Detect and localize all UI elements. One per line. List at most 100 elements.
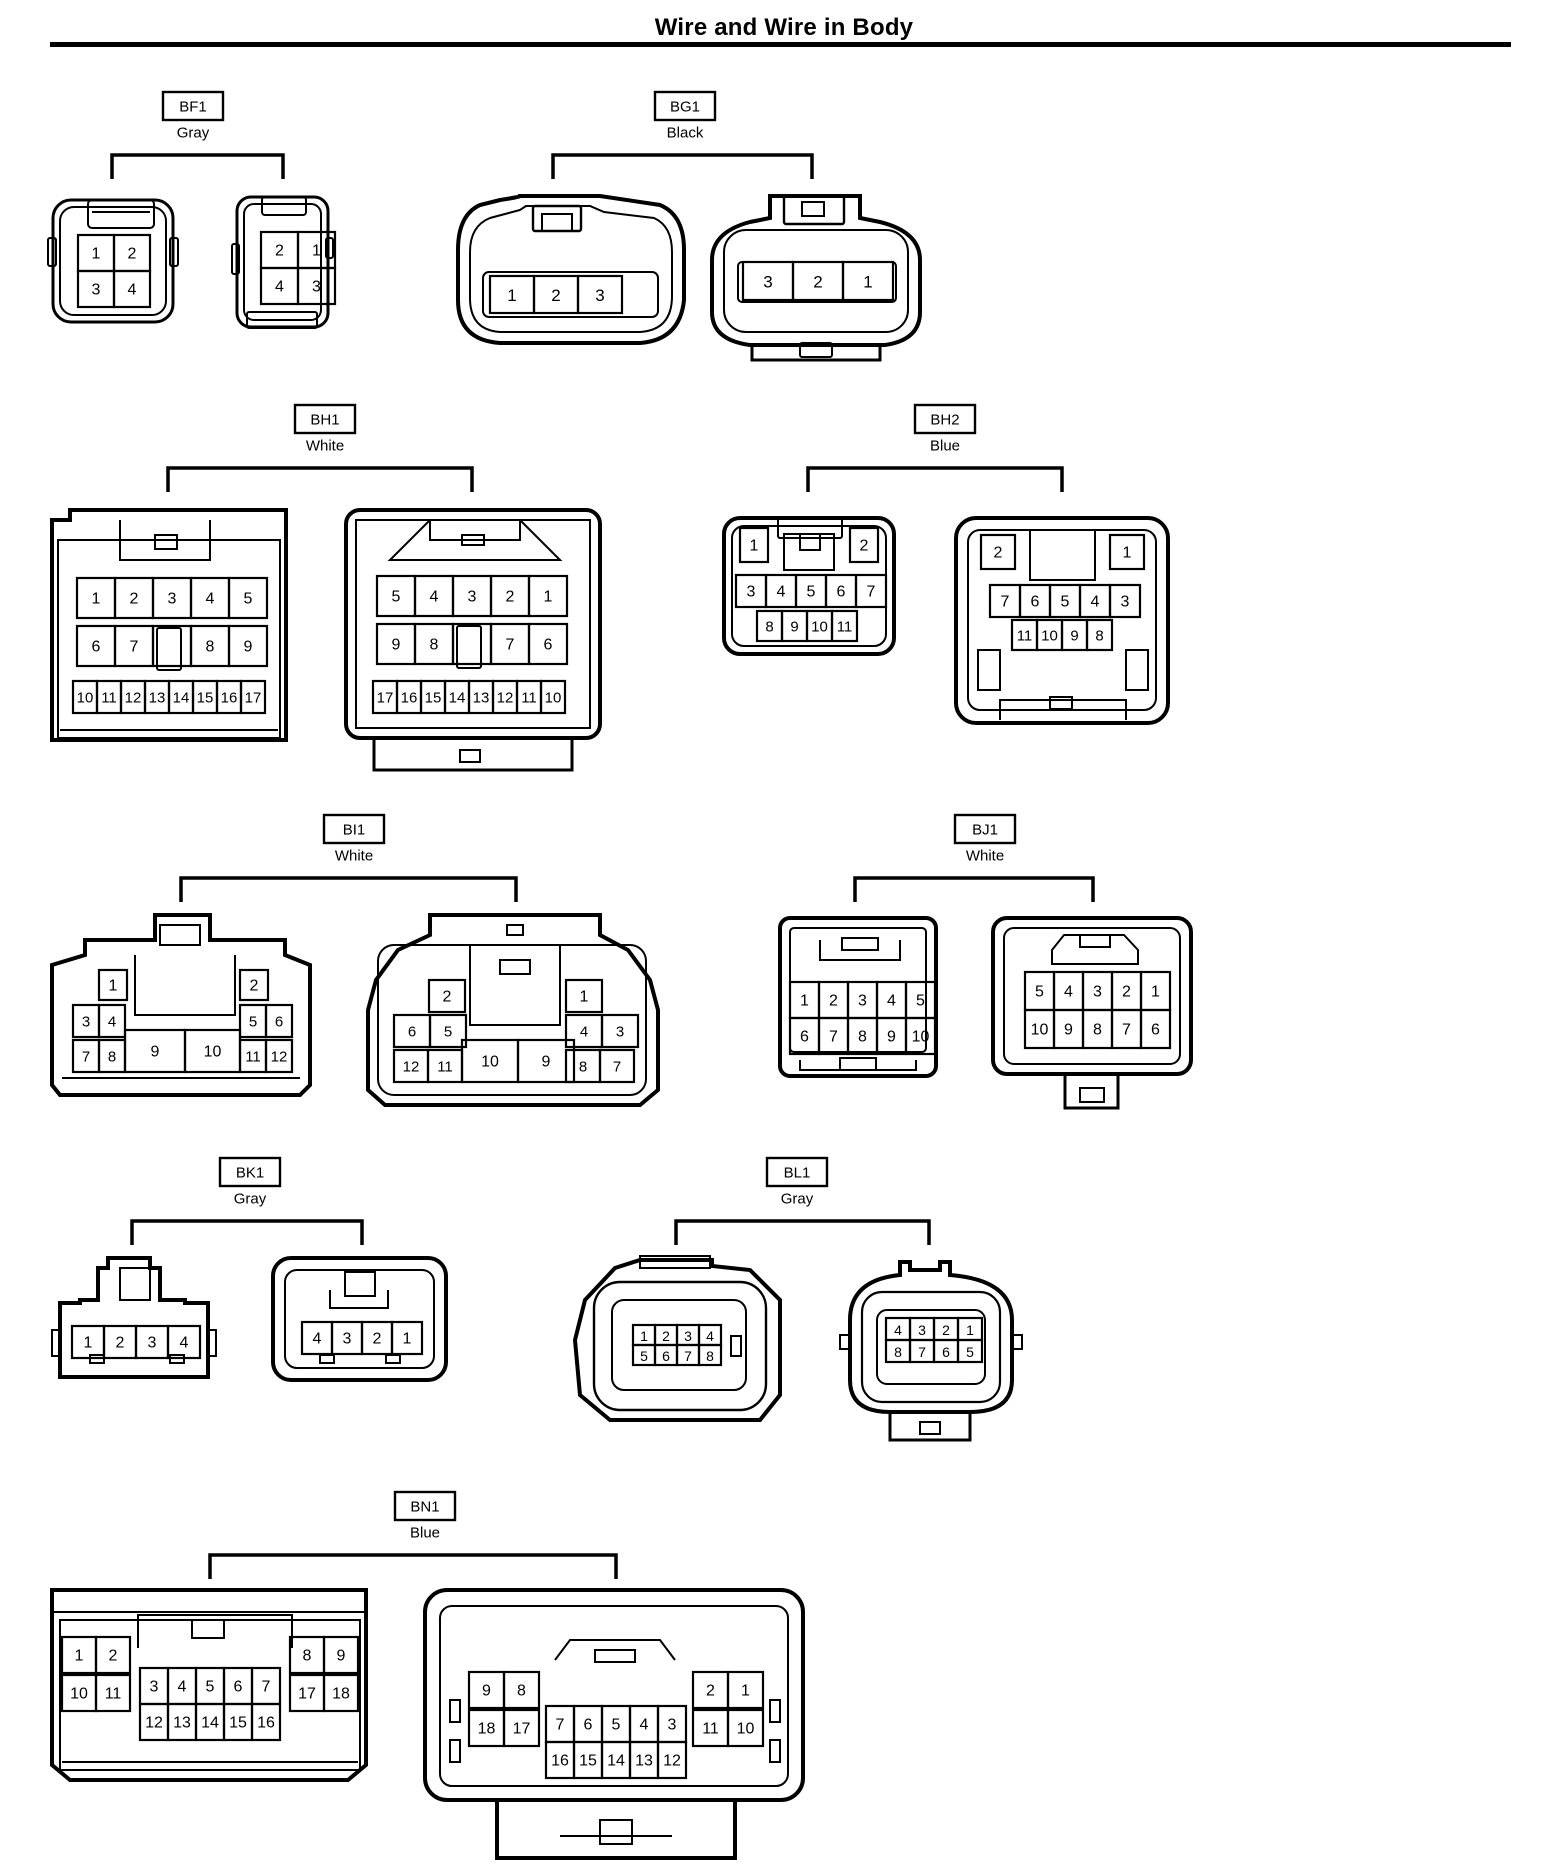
connector-id-box <box>653 90 717 122</box>
pin-number: 11 <box>837 619 853 636</box>
housing-outline <box>639 1255 711 1269</box>
housing-outline <box>999 699 1127 720</box>
pin-cell: 1 <box>841 260 895 302</box>
pin-box <box>502 1670 541 1710</box>
pin-number: 5 <box>916 993 925 1010</box>
pin-cell: 5 <box>227 576 269 620</box>
housing-outline <box>119 1267 151 1301</box>
pin-cell: 1 <box>488 274 536 315</box>
pin-cell: 6 <box>932 1338 960 1364</box>
pin-cell: 3 <box>138 1666 170 1706</box>
housing-outline <box>839 1057 877 1071</box>
connector-id: BG1 <box>670 99 700 116</box>
pin-number: 9 <box>542 1054 551 1071</box>
pin-number: 2 <box>116 1335 125 1352</box>
housing-outline <box>423 1588 805 1802</box>
pin-number: 4 <box>887 993 896 1010</box>
pin-number: 10 <box>811 619 828 636</box>
housing-outline <box>191 1619 225 1639</box>
housing-outline <box>860 1290 1002 1404</box>
housing-outline <box>57 539 281 739</box>
pin-number: 16 <box>551 1753 569 1770</box>
pin-cell: 11 <box>95 679 123 715</box>
housing-outline <box>344 508 602 740</box>
pin-number: 2 <box>1122 984 1131 1001</box>
pin-cell: 16 <box>544 1740 576 1780</box>
pin-cell: 8 <box>884 1338 912 1364</box>
pin-cell: 11 <box>691 1708 730 1748</box>
pin-cell: 5 <box>428 1013 468 1049</box>
pin-cell: 11 <box>1010 618 1039 652</box>
pin-cell: 6 <box>1018 583 1052 619</box>
pin-number: 3 <box>92 282 101 299</box>
pin-number: 7 <box>262 1679 271 1696</box>
connector-id-box <box>393 1490 457 1522</box>
housing-outline <box>58 1256 210 1379</box>
housing-outline <box>991 916 1193 1076</box>
housing-outline <box>599 1819 633 1845</box>
pin-box <box>904 1016 937 1056</box>
pin-number: 15 <box>197 690 214 707</box>
pin-number: 1 <box>507 286 516 305</box>
pin-number: 6 <box>942 1344 950 1360</box>
pin-number: 7 <box>82 1049 90 1066</box>
housing-outline <box>50 913 312 1097</box>
pin-cell: 9 <box>322 1635 360 1675</box>
housing-outline <box>841 937 879 951</box>
pin-cell: 8 <box>97 1038 127 1074</box>
pin-cell: 6 <box>572 1704 604 1744</box>
pin-cell: 1 <box>726 1670 765 1710</box>
pin-cell: 1 <box>60 1635 98 1675</box>
pin-number: 2 <box>373 1331 382 1348</box>
pin-number: 2 <box>706 1683 715 1700</box>
pin-box <box>427 978 467 1014</box>
pin-cell: 2 <box>489 574 531 618</box>
pin-cell: 10 <box>726 1708 765 1748</box>
pin-cell: 2 <box>238 968 270 1002</box>
housing-outline <box>592 1280 768 1412</box>
pin-number: 4 <box>178 1679 187 1696</box>
pin-cell: 4 <box>1078 583 1112 619</box>
pin-number: 9 <box>244 639 253 656</box>
housing-outline <box>482 271 659 318</box>
pin-number: 15 <box>579 1753 597 1770</box>
housing-outline <box>499 959 531 975</box>
pin-cell: 16 <box>250 1702 282 1742</box>
pin-cell: 14 <box>600 1740 632 1780</box>
pin-box <box>227 576 269 620</box>
housing-outline <box>1079 1087 1105 1103</box>
pin-number: 9 <box>790 619 798 636</box>
pin-cell: 1 <box>70 1324 106 1360</box>
pin-box <box>151 624 193 668</box>
connector-color: Gray <box>177 125 210 142</box>
pin-number: 10 <box>545 690 562 707</box>
pin-number: 8 <box>430 637 439 654</box>
pin-cell: 17 <box>239 679 267 715</box>
housing-outline <box>469 205 673 333</box>
connector-color: Gray <box>234 1191 267 1208</box>
pin-number: 10 <box>1041 628 1058 645</box>
pin-cell: 1 <box>788 980 821 1020</box>
pin-number: 12 <box>403 1059 420 1076</box>
pin-number: 3 <box>616 1024 624 1041</box>
pin-cell: 7 <box>675 1343 701 1367</box>
connector-color: Blue <box>410 1525 440 1542</box>
pin-cell: 4 <box>300 1320 334 1356</box>
housing-outline <box>231 243 240 275</box>
housing-outline <box>47 237 57 267</box>
pin-cell: 10 <box>60 1673 98 1713</box>
pin-number: 1 <box>741 1683 750 1700</box>
pin-number: 3 <box>168 591 177 608</box>
pin-cell: 1 <box>527 574 569 618</box>
pin-box <box>956 1338 984 1364</box>
pin-cell: 14 <box>194 1702 226 1742</box>
pin-number: 8 <box>579 1059 587 1076</box>
pin-cell: 12 <box>656 1740 688 1780</box>
pin-number: 1 <box>92 591 101 608</box>
pin-cell: 3 <box>296 266 337 306</box>
